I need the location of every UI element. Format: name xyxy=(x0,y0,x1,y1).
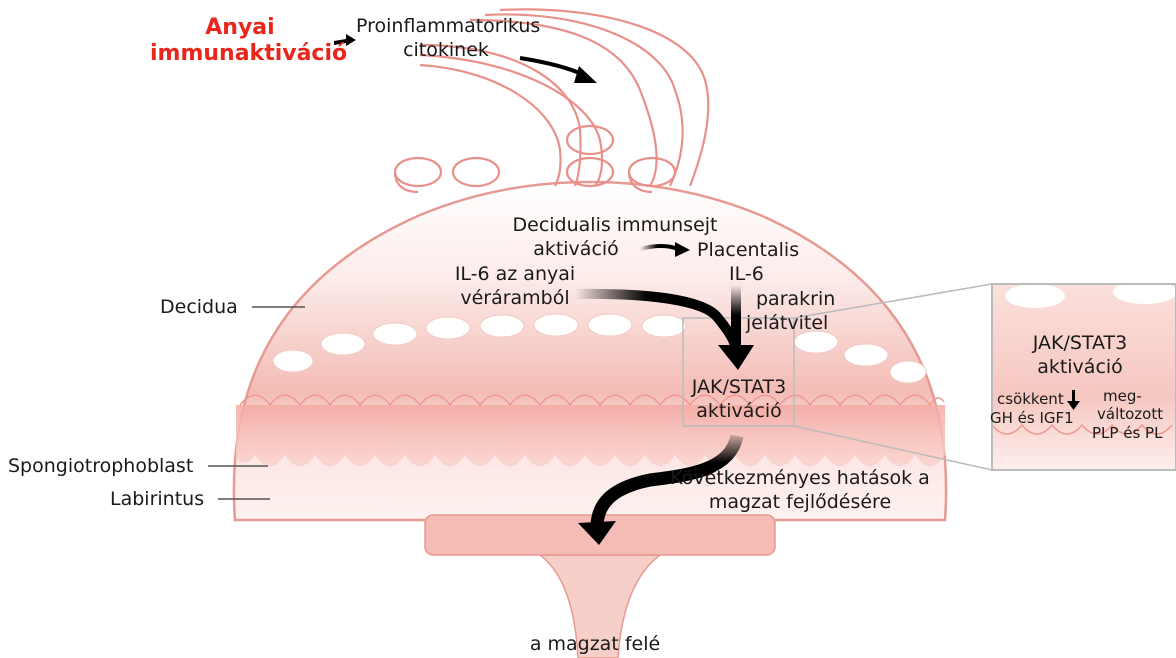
inset-jak-label: JAK/STAT3 aktiváció xyxy=(1005,331,1155,379)
jak-stat-main-label: JAK/STAT3 aktiváció xyxy=(680,375,798,423)
maternal-activation-line1: Anyai xyxy=(150,15,330,41)
maternal-activation-line2: immunaktiváció xyxy=(150,41,330,67)
cytokines-line1: Proinflammatorikus xyxy=(356,14,536,38)
inset-jak-line1: JAK/STAT3 xyxy=(1005,331,1155,355)
inset-jak-line2: aktiváció xyxy=(1005,355,1155,379)
effects-line1: Következményes hatások a xyxy=(660,466,940,490)
decidual-activation-label: Decidualis immunsejt aktiváció xyxy=(500,213,730,261)
inset-reduced-hormones: GH és IGF1 xyxy=(990,409,1074,428)
decidual-line1: Decidualis immunsejt xyxy=(500,213,730,237)
maternal-il6-label: IL-6 az anyai véráramból xyxy=(440,262,590,310)
labirintus-label: Labirintus xyxy=(110,487,204,511)
effects-line2: magzat fejlődésére xyxy=(660,490,940,514)
spongiotrophoblast-label: Spongiotrophoblast xyxy=(8,454,193,478)
decidual-line2: aktiváció xyxy=(422,237,730,261)
maternal-il6-line1: IL-6 az anyai xyxy=(440,262,590,286)
signaling-label: jelátvitel xyxy=(746,311,828,335)
placental-label: Placentalis xyxy=(697,238,799,262)
inset-reduced-label: csökkent xyxy=(997,390,1064,409)
effects-label: Következményes hatások a magzat fejlődés… xyxy=(660,466,940,514)
inset-altered-label1: meg- xyxy=(1103,387,1142,406)
toward-fetus-label: a magzat felé xyxy=(500,632,690,656)
placental-il6-label: IL-6 xyxy=(729,262,764,286)
jak-main-line2: aktiváció xyxy=(680,399,798,423)
maternal-activation-label: Anyai immunaktiváció xyxy=(150,15,330,67)
decidua-label: Decidua xyxy=(160,295,238,319)
cytokines-label: Proinflammatorikus citokinek xyxy=(356,14,536,62)
jak-main-line1: JAK/STAT3 xyxy=(680,375,798,399)
inset-altered-hormones: PLP és PL xyxy=(1092,424,1176,443)
arrow-placental-il6 xyxy=(731,285,741,345)
paracrine-label: parakrin xyxy=(756,287,835,311)
cytokines-line2: citokinek xyxy=(356,38,536,62)
inset-altered-label2: változott xyxy=(1097,405,1163,424)
maternal-il6-line2: véráramból xyxy=(440,286,590,310)
